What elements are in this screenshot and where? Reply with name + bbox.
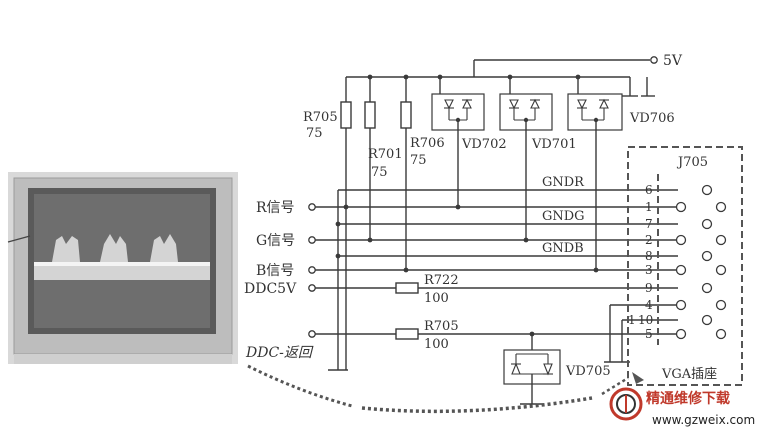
pin-label: 9 xyxy=(645,281,653,295)
vga-connector-j705: J705 6 1 7 2 8 3 9 4 10 5 1 VGA插座 xyxy=(627,146,743,386)
watermark-logo: 精通维修下载 www.gzweix.com xyxy=(609,387,755,427)
pin-label: 8 xyxy=(645,249,653,263)
pin-label: 5 xyxy=(645,327,653,341)
cable-curves xyxy=(247,364,644,414)
resistor-r706: R706 75 xyxy=(400,77,445,270)
supply-label: 5V xyxy=(663,53,683,69)
r701-name: R701 xyxy=(368,147,403,162)
monitor-photo xyxy=(7,172,238,364)
b-signal-label: B信号 xyxy=(256,263,294,279)
vd702-label: VD702 xyxy=(461,137,507,152)
r701-value: 75 xyxy=(371,165,388,180)
pin-label: 7 xyxy=(645,217,653,231)
diode-pair-vd701: VD701 xyxy=(499,77,577,240)
gndg-label: GNDG xyxy=(542,209,585,224)
extra-pin-label: 1 xyxy=(628,313,636,327)
gndr-label: GNDR xyxy=(542,175,585,190)
r722-value: 100 xyxy=(424,291,449,306)
pin-label: 4 xyxy=(645,298,653,312)
diode-pair-vd706: VD706 xyxy=(567,77,675,270)
resistor-r705-top: R705 75 xyxy=(303,77,352,370)
vd706-label: VD706 xyxy=(629,111,675,126)
vd705-label: VD705 xyxy=(565,364,611,379)
vd701-label: VD701 xyxy=(531,137,577,152)
r706-value: 75 xyxy=(410,153,427,168)
resistor-r701: R701 75 xyxy=(364,77,403,240)
supply-terminal xyxy=(650,56,658,64)
r705-top-value: 75 xyxy=(306,126,323,141)
pin-label: 1 xyxy=(645,200,653,214)
supply-bus: 5V xyxy=(346,53,683,97)
diode-pair-vd705: VD705 xyxy=(503,334,611,405)
ddc5v-label: DDC5V xyxy=(244,281,297,297)
pin-label: 10 xyxy=(638,313,653,327)
r705-top-name: R705 xyxy=(303,110,338,125)
ddc-return-label: DDC-返回 xyxy=(245,345,314,361)
watermark-url: www.gzweix.com xyxy=(652,413,755,427)
connector-name: J705 xyxy=(676,155,708,170)
diode-pair-vd702: VD702 xyxy=(431,77,507,207)
pin-label: 6 xyxy=(645,183,653,197)
connector-caption: VGA插座 xyxy=(661,367,717,382)
gndb-label: GNDB xyxy=(542,241,584,256)
r705-bottom-name: R705 xyxy=(424,319,459,334)
watermark-title: 精通维修下载 xyxy=(646,390,730,407)
r705-bottom-value: 100 xyxy=(424,337,449,352)
r722-name: R722 xyxy=(424,273,459,288)
r-signal-label: R信号 xyxy=(256,200,295,216)
g-signal-label: G信号 xyxy=(256,233,295,249)
signal-lines: GNDR R信号 GNDG G信号 GNDB B信号 DDC5V R722 xyxy=(244,175,678,371)
pin-label: 3 xyxy=(645,263,653,277)
pin-label: 2 xyxy=(645,233,653,247)
r706-name: R706 xyxy=(410,136,445,151)
